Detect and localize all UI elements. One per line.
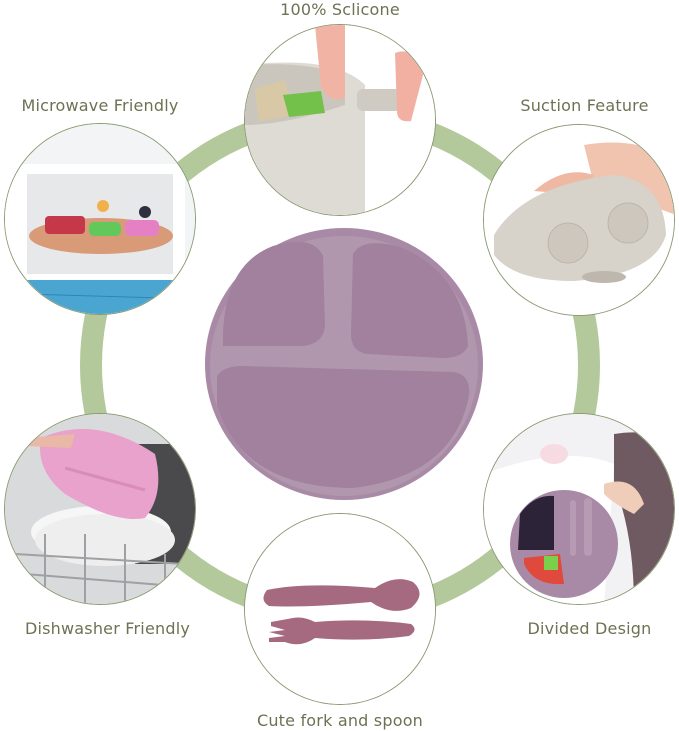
center-plate-image bbox=[203, 226, 485, 502]
feature-label-divided: Divided Design bbox=[527, 619, 652, 638]
feature-silicone-image bbox=[244, 24, 436, 216]
feature-label-utensils: Cute fork and spoon bbox=[256, 711, 424, 730]
feature-label-suction: Suction Feature bbox=[520, 96, 649, 115]
feature-suction-image bbox=[483, 124, 675, 316]
feature-microwave-image bbox=[4, 123, 196, 315]
feature-label-microwave: Microwave Friendly bbox=[21, 96, 179, 115]
feature-dishwasher-image bbox=[4, 413, 196, 605]
feature-utensils-image bbox=[244, 513, 436, 705]
feature-divided-image bbox=[483, 413, 675, 605]
feature-label-dishwasher: Dishwasher Friendly bbox=[24, 619, 191, 638]
feature-label-silicone: 100% Sclicone bbox=[280, 0, 400, 19]
